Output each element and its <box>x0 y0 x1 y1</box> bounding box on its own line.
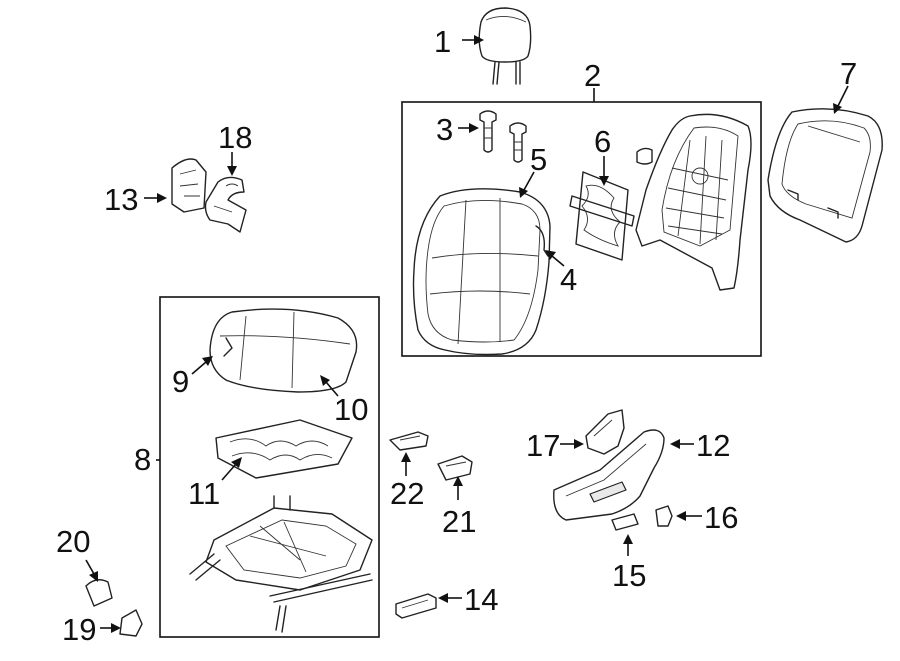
cushion-group-box <box>159 296 380 638</box>
callout-5: 5 <box>530 142 547 177</box>
callout-16: 16 <box>704 500 738 535</box>
callout-17: 17 <box>526 428 560 463</box>
callout-4: 4 <box>560 262 577 297</box>
callout-12: 12 <box>696 428 730 463</box>
callout-2: 2 <box>584 58 601 93</box>
callout-20: 20 <box>56 524 90 559</box>
headrest-guides <box>479 110 527 163</box>
callout-7: 7 <box>840 56 857 91</box>
callout-21: 21 <box>442 504 476 539</box>
trim-clip-upper <box>389 431 429 451</box>
recline-switch-knob <box>611 513 639 531</box>
seatback-panel <box>767 108 883 243</box>
callout-19: 19 <box>62 612 96 647</box>
recliner-cover <box>171 158 207 213</box>
shield-bracket <box>585 409 625 455</box>
seatback-frame <box>635 113 752 291</box>
callout-13: 13 <box>104 182 138 217</box>
seatback-group-box <box>401 101 762 357</box>
trim-clip-lower <box>437 455 473 481</box>
slide-switch-knob <box>655 505 673 527</box>
callout-14: 14 <box>464 582 498 617</box>
track-cover <box>395 593 437 619</box>
seatback-cover <box>412 188 551 356</box>
callout-15: 15 <box>612 558 646 593</box>
callout-labels: 1 2 3 4 5 6 7 8 9 10 11 12 13 14 15 16 1… <box>56 24 857 647</box>
callout-22: 22 <box>390 476 424 511</box>
callout-11: 11 <box>188 476 220 511</box>
track-end-cap-lower <box>119 609 143 637</box>
lumbar-support <box>569 171 635 261</box>
callout-3: 3 <box>436 112 453 147</box>
seat-frame <box>189 495 373 633</box>
callout-10: 10 <box>334 392 368 427</box>
callout-1: 1 <box>434 24 451 59</box>
callout-9: 9 <box>172 364 189 399</box>
callout-8: 8 <box>134 442 151 477</box>
recliner-inner-cover <box>204 176 247 233</box>
callout-6: 6 <box>594 124 611 159</box>
callout-18: 18 <box>218 120 252 155</box>
side-shield <box>553 429 665 521</box>
headrest <box>478 7 532 85</box>
seat-heater <box>215 419 353 479</box>
seat-cushion <box>209 308 358 393</box>
leader-lines <box>85 35 849 633</box>
track-end-cap-upper <box>85 579 113 607</box>
